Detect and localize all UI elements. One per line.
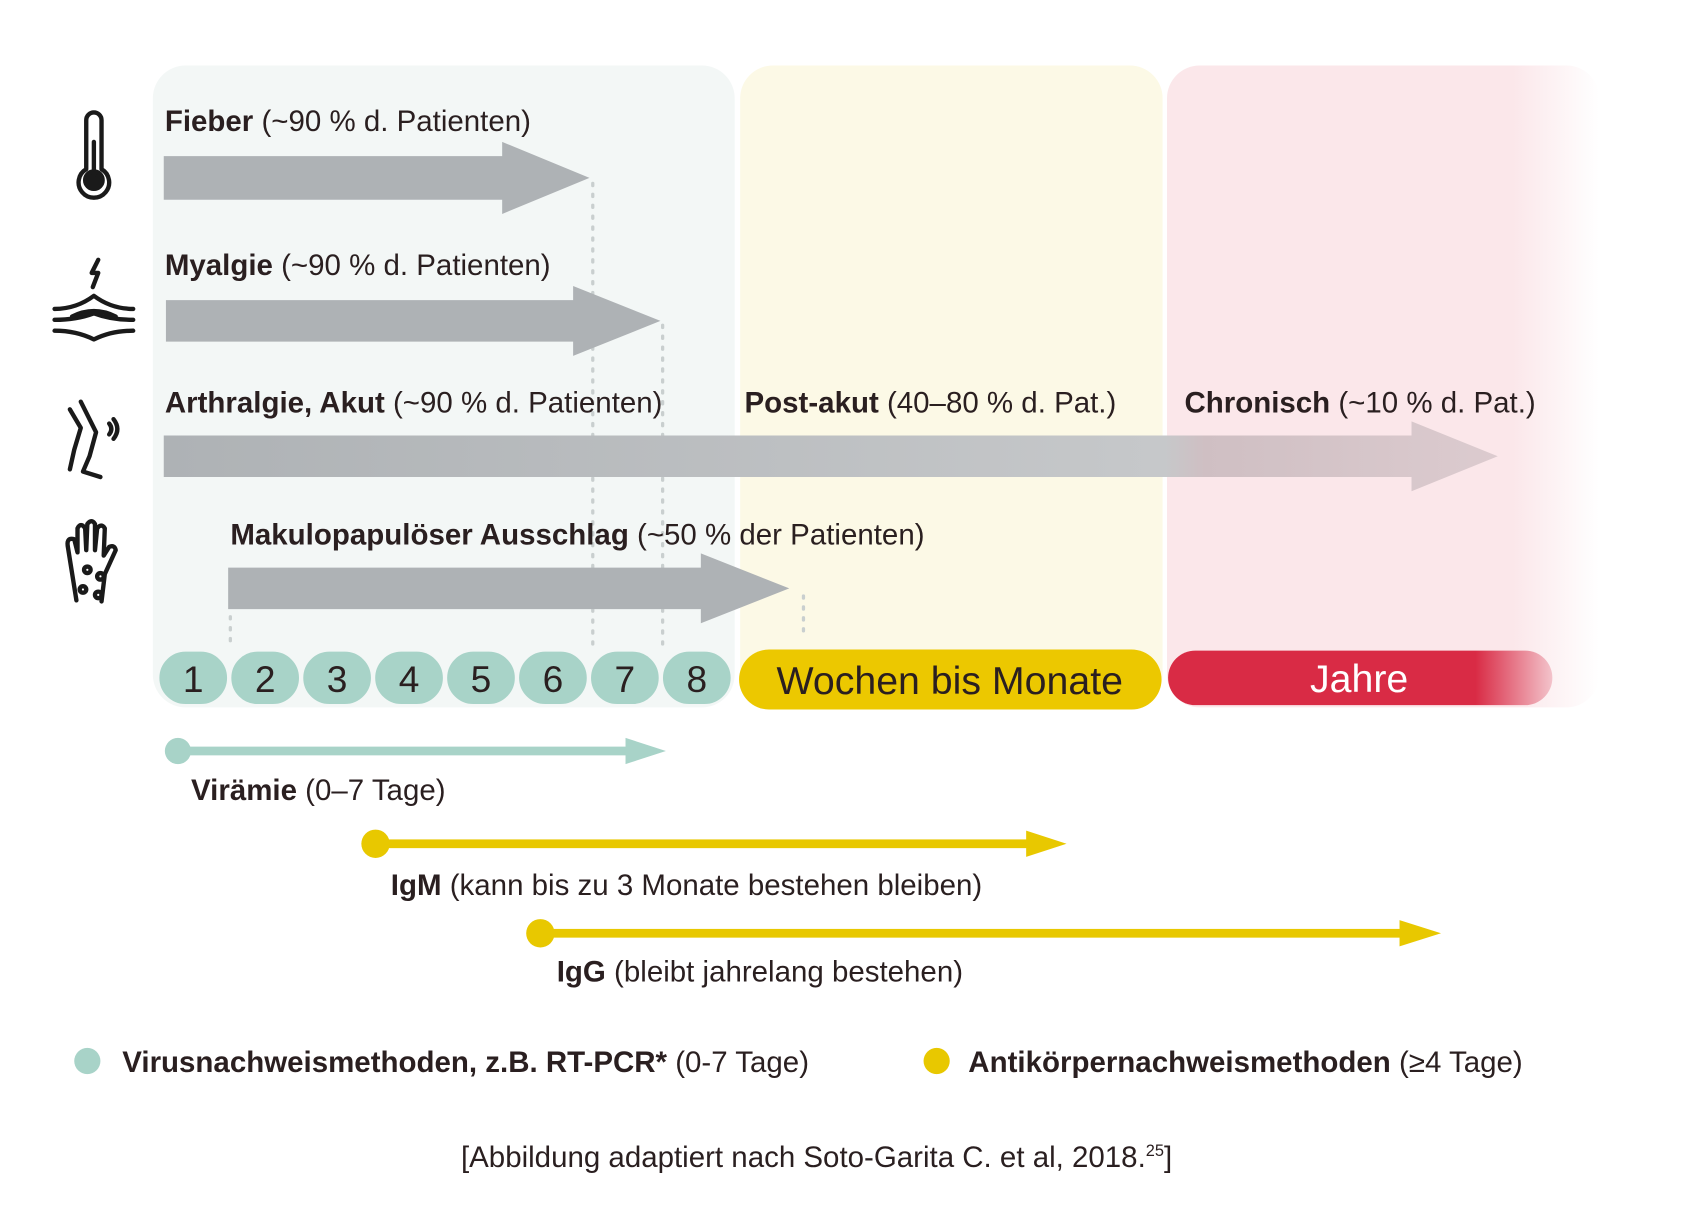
day-pill [157, 649, 230, 707]
weeks-to-months-label: Wochen bis Monate [777, 659, 1123, 703]
day-pill [229, 649, 302, 707]
igm-arrow [361, 829, 1067, 858]
igg-arrow [526, 919, 1441, 948]
day-pill [660, 649, 733, 707]
symptom-label-arthralgia: Arthralgie, Akut (~90 % d. Patienten) [165, 387, 663, 420]
weeks-to-months-pill [739, 649, 1162, 710]
thermometer-icon [76, 110, 112, 200]
years-label: Jahre [1310, 657, 1408, 701]
viremia-label: Virämie (0–7 Tage) [191, 774, 446, 807]
leg-joint-icon [67, 399, 120, 480]
day-pill [516, 649, 589, 707]
years-pill [1168, 650, 1553, 706]
day-label: 1 [183, 658, 204, 700]
arthralgia-duration-arrow [163, 421, 1498, 492]
day-label: 5 [471, 658, 492, 700]
legend-label-antibody: Antikörpernachweismethoden (≥4 Tage) [968, 1046, 1522, 1079]
symptom-label-fever: Fieber (~90 % d. Patienten) [165, 105, 531, 138]
muscle-pain-icon [52, 257, 136, 342]
legend-dot-virus [74, 1047, 101, 1075]
symptom-label-myalgia: Myalgie (~90 % d. Patienten) [165, 249, 551, 282]
day-pill [444, 649, 518, 707]
rash-duration-arrow [228, 553, 790, 624]
myalgia-duration-arrow [165, 285, 661, 356]
day-pill [301, 649, 374, 707]
phase-label-postacute: Post-akut (40–80 % d. Pat.) [745, 387, 1117, 420]
fever-duration-arrow [163, 141, 590, 214]
hand-rash-icon [65, 519, 118, 604]
day-pill [373, 649, 446, 707]
day-scale: 1 2 3 4 5 6 7 8 [157, 649, 733, 707]
legend-dot-antibody [923, 1047, 950, 1075]
panel-postacute [740, 65, 1163, 708]
day-label: 2 [255, 658, 276, 700]
day-label: 7 [615, 658, 636, 700]
day-label: 3 [327, 658, 348, 700]
symptom-label-rash: Makulopapulöser Ausschlag (~50 % der Pat… [230, 519, 924, 552]
phase-label-chronic: Chronisch (~10 % d. Pat.) [1184, 387, 1535, 420]
day-label: 4 [399, 658, 420, 700]
day-label: 8 [686, 658, 707, 700]
panel-acute [152, 65, 735, 708]
igg-label: IgG (bleibt jahrelang bestehen) [557, 955, 963, 988]
day-label: 6 [543, 658, 564, 700]
citation: [Abbildung adaptiert nach Soto-Garita C.… [461, 1141, 1172, 1174]
igm-label: IgM (kann bis zu 3 Monate bestehen bleib… [391, 869, 982, 902]
viremia-arrow [164, 737, 666, 765]
legend-label-virus: Virusnachweismethoden, z.B. RT-PCR* (0-7… [122, 1046, 809, 1079]
day-pill [588, 649, 661, 707]
panel-chronic [1166, 65, 1600, 708]
